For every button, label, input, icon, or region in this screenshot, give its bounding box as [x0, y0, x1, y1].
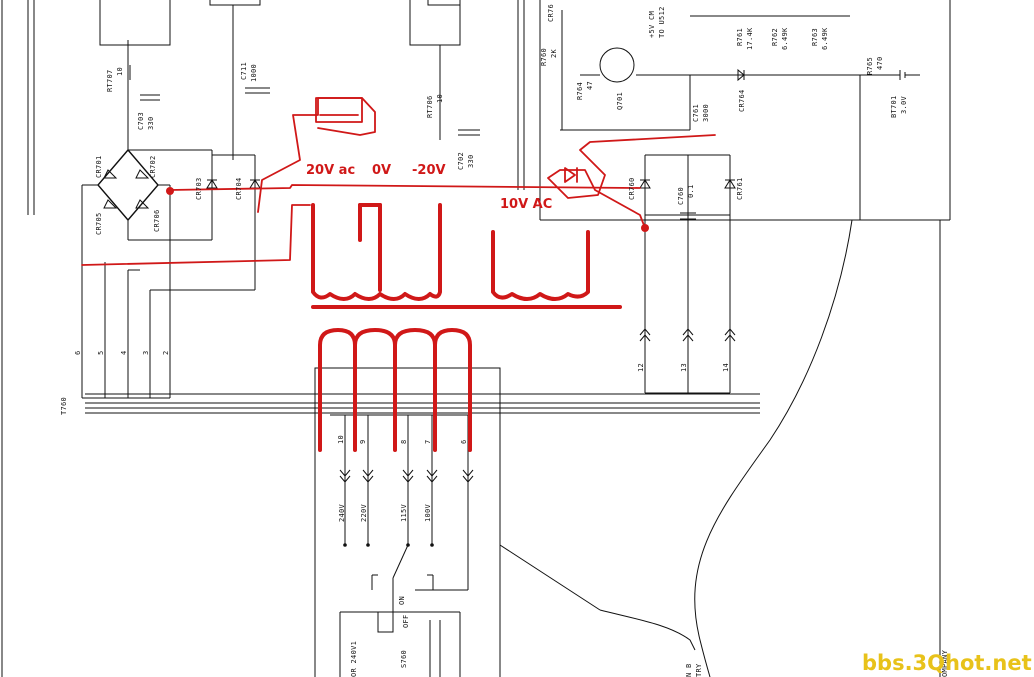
- label-r765: R765: [866, 57, 874, 75]
- edge-label-try: TRY: [695, 663, 703, 677]
- voltage-label: 220V: [360, 503, 368, 522]
- label-r761: R761: [736, 28, 744, 46]
- voltage-terminals: [343, 543, 434, 547]
- label-cr706: CR706: [153, 209, 161, 232]
- primary-tap-label: 10: [337, 435, 345, 444]
- red-overlay: [81, 97, 716, 452]
- label-supply-to: TO U512: [658, 6, 666, 38]
- label-rt707: RT707: [106, 69, 114, 92]
- secondary-label-20vac: 20V ac: [306, 163, 355, 178]
- left-tap-label: 3: [142, 350, 150, 355]
- label-cr704: CR704: [235, 177, 243, 200]
- label-off: OFF: [402, 614, 410, 628]
- left-tap-label: 5: [97, 350, 105, 355]
- junction-dot: [166, 187, 174, 195]
- label-c761-val: 3000: [702, 104, 710, 122]
- secondary-label-0v: 0V: [372, 163, 391, 178]
- label-r761-val: 17.4K: [746, 27, 754, 50]
- label-cr764: CR764: [738, 89, 746, 112]
- label-r762: R762: [771, 28, 779, 46]
- label-cr76x: CR76: [547, 4, 555, 22]
- voltage-select-labels: 240V 220V 115V 100V: [338, 503, 432, 522]
- label-rt707-val: 10: [116, 67, 124, 76]
- label-cr703: CR703: [195, 177, 203, 200]
- label-cr702: CR702: [149, 155, 157, 178]
- label-rt706-val: 10: [436, 94, 444, 103]
- label-c760: C760: [677, 187, 685, 205]
- label-r760: R760: [540, 48, 548, 66]
- left-tap-label: 6: [74, 350, 82, 355]
- left-tap-label: 2: [162, 350, 170, 355]
- voltage-label: 115V: [400, 503, 408, 522]
- label-t760: T760: [60, 397, 68, 415]
- label-r762-val: 6.49K: [781, 27, 789, 50]
- label-c711-val: 1000: [250, 64, 258, 82]
- label-c703: C703: [137, 112, 145, 130]
- primary-tap-label: 7: [424, 439, 432, 444]
- label-on: ON: [398, 596, 406, 605]
- left-tap-label: 4: [120, 350, 128, 355]
- right-tap-label: 13: [680, 363, 688, 372]
- label-c702: C702: [457, 152, 465, 170]
- primary-tap-label: 8: [400, 439, 408, 444]
- label-cr701: CR701: [95, 155, 103, 178]
- schematic-wiring: [1, 0, 951, 677]
- label-cr705: CR705: [95, 212, 103, 235]
- connector-chevrons: [339, 328, 736, 483]
- secondary-label-10vac: 10V AC: [500, 197, 552, 212]
- component-labels: RT707 10 C711 1000 C703 330 RT706 10 C70…: [60, 4, 908, 677]
- label-rt706: RT706: [426, 95, 434, 118]
- label-cr761: CR761: [736, 177, 744, 200]
- label-bt701: BT701: [890, 95, 898, 118]
- primary-taps: 10 9 8 7 6: [337, 435, 468, 444]
- voltage-label: 240V: [338, 503, 346, 522]
- label-q701: Q701: [616, 92, 624, 110]
- label-cr760: CR760: [628, 177, 636, 200]
- label-r765-val: 470: [876, 56, 884, 70]
- label-supply: +5V CM: [648, 11, 656, 38]
- label-s760: S760: [400, 650, 408, 668]
- voltage-label: 100V: [424, 503, 432, 522]
- right-taps: 12 13 14: [637, 363, 730, 372]
- label-r760-val: 2K: [550, 48, 558, 58]
- label-c703-val: 330: [147, 116, 155, 130]
- left-taps: 6 5 4 3 2: [74, 350, 170, 355]
- label-r764: R764: [576, 82, 584, 100]
- right-tap-label: 12: [637, 363, 645, 372]
- label-r763: R763: [811, 28, 819, 46]
- edge-label-b: N B: [685, 663, 693, 677]
- label-c760-val: 0.1: [687, 184, 695, 198]
- label-r764-val: 47: [586, 81, 594, 90]
- label-c761: C761: [692, 104, 700, 122]
- label-c702-val: 330: [467, 154, 475, 168]
- watermark: bbs.3Qhot.net: [862, 651, 1032, 675]
- primary-tap-label: 9: [359, 439, 367, 444]
- right-tap-label: 14: [722, 363, 730, 372]
- label-or240: OR 240V1: [350, 641, 358, 677]
- edge-label-company: OMPANY: [941, 649, 949, 677]
- primary-tap-label: 6: [460, 439, 468, 444]
- secondary-label-neg20v: -20V: [412, 163, 446, 178]
- label-c711: C711: [240, 62, 248, 80]
- label-bt701-val: 3.0V: [900, 95, 908, 114]
- label-r763-val: 6.49K: [821, 27, 829, 50]
